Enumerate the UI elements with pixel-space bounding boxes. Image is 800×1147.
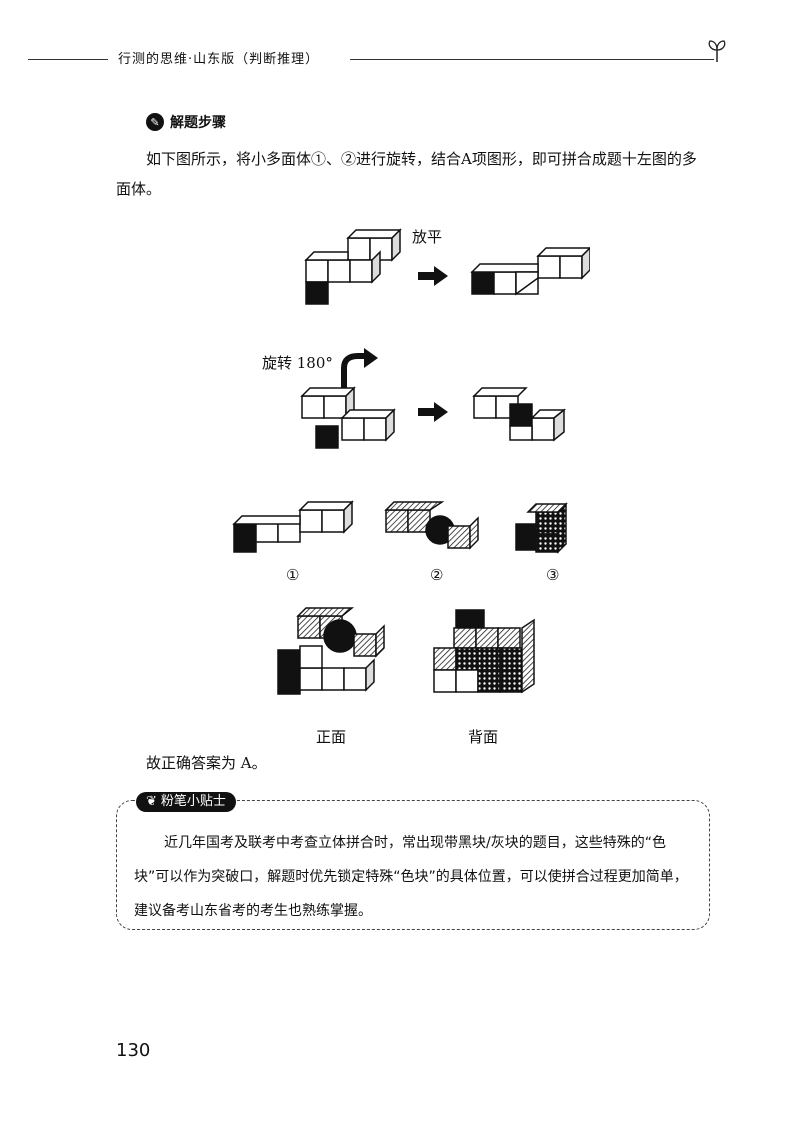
- figure-flatten: [304, 228, 590, 305]
- answer-text: 故正确答案为 A。: [146, 754, 267, 772]
- sprout-icon: [708, 40, 726, 62]
- section-title-text: 解题步骤: [170, 115, 226, 131]
- label-flatten: 放平: [412, 228, 443, 246]
- tip-title-tag: ❦ 粉笔小贴士: [136, 792, 236, 812]
- tip-box: [116, 800, 710, 930]
- pen-icon: ✎: [146, 113, 164, 131]
- label-rotate: 旋转 180°: [262, 354, 333, 372]
- back-label: 背面: [468, 728, 499, 746]
- tip-text: 近几年国考及联考中考查立体拼合时，常出现带黑块/灰块的题目，这些特殊的“色块”可…: [134, 835, 688, 919]
- section-title: ✎ 解题步骤: [146, 112, 226, 132]
- page-number: 130: [116, 1040, 151, 1061]
- header-rule-left: [28, 59, 108, 60]
- front-label: 正面: [316, 728, 347, 746]
- running-header: 行测的思维·山东版（判断推理）: [28, 40, 726, 72]
- figure-rotate: [300, 348, 567, 449]
- sprout-icon: ❦: [146, 794, 157, 809]
- part-label-2: ②: [430, 566, 444, 584]
- intro-paragraph: 如下图所示，将小多面体①、②进行旋转，结合A项图形，即可拼合成题十左图的多面体。: [116, 150, 697, 198]
- figure-assembled: [277, 607, 535, 695]
- part-label-3: ③: [546, 566, 560, 584]
- tip-title: 粉笔小贴士: [160, 794, 226, 809]
- part-label-1: ①: [286, 566, 300, 584]
- header-rule-right: [350, 59, 714, 60]
- header-title: 行测的思维·山东版（判断推理）: [118, 52, 320, 67]
- figure-parts: [232, 500, 568, 554]
